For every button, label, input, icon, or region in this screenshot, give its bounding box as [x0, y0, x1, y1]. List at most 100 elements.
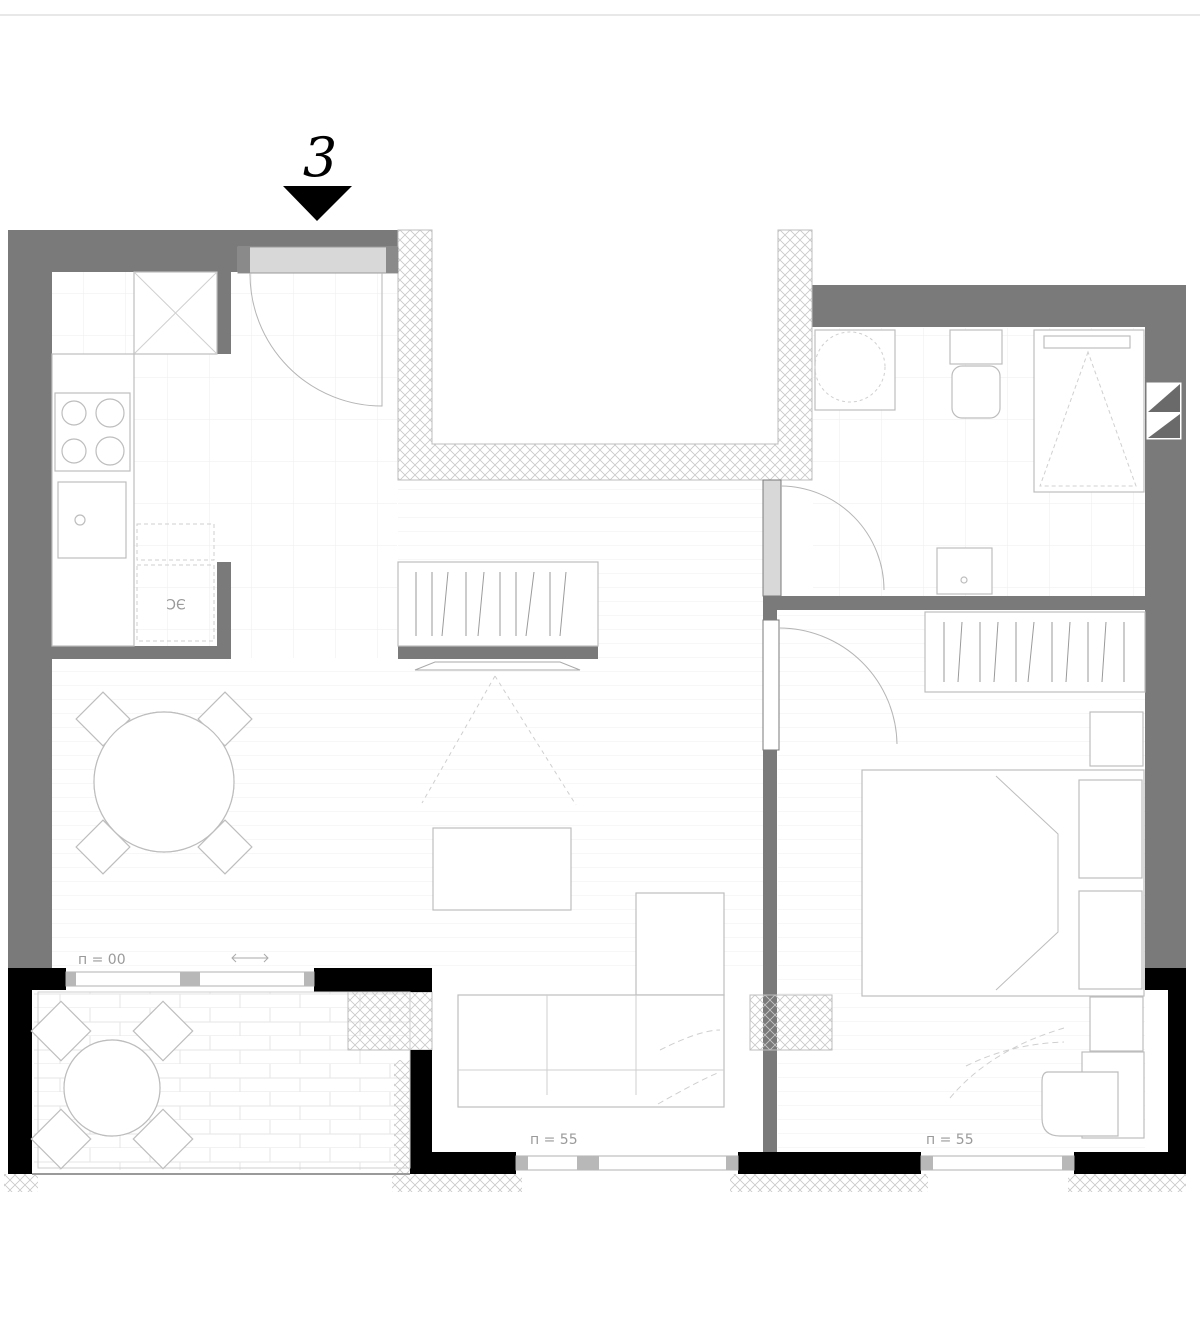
balcony-chair-3: [30, 1108, 92, 1170]
balcony: [30, 991, 411, 1175]
sink: [57, 481, 127, 559]
bathroom-door-swing: [780, 485, 885, 591]
balcony-chair-2: [132, 1000, 194, 1062]
shower-tray: [1033, 329, 1145, 493]
hob-burner-4: [95, 436, 125, 466]
balcony-column-hatch: [347, 991, 433, 1051]
window-living-frame-3: [726, 1156, 738, 1170]
living-window-label: п = 55: [530, 1132, 578, 1148]
bathroom-sink-drain: [960, 576, 968, 584]
wardrobe-body: [397, 561, 599, 647]
outer-walls: [8, 968, 1186, 1174]
living-furniture: [432, 827, 725, 1108]
wall-wardrobe: [398, 646, 598, 659]
window-balcony-frame-1: [66, 972, 76, 986]
bathroom-sink: [936, 547, 993, 595]
entrance-marker: 3: [283, 126, 352, 221]
insulation-strips: [4, 1060, 1186, 1192]
outer-wall-bottom-2: [738, 1152, 921, 1174]
wall-left: [8, 230, 52, 968]
hall-wardrobe: [397, 561, 599, 806]
wall-kitchen-partition-bottom: [217, 562, 231, 658]
window-entrance-frame-right: [386, 247, 398, 273]
washer: [136, 564, 215, 642]
bedroom-door-swing: [778, 627, 898, 745]
desk-chair: [1041, 1071, 1119, 1137]
window-living: [515, 1155, 739, 1171]
toilet-bowl: [951, 365, 1001, 419]
window-entrance: [237, 246, 399, 274]
column-hatch: [749, 994, 833, 1051]
shower-slope: [1039, 350, 1137, 487]
shaft-walls: [347, 229, 833, 1051]
window-balcony-frame-3: [304, 972, 314, 986]
outer-wall-bottom-3: [1074, 1152, 1186, 1174]
armchair: [635, 892, 725, 996]
insulation-right: [1068, 1174, 1186, 1192]
entrance-arrow-icon: [283, 186, 352, 221]
balcony-chair-4: [132, 1108, 194, 1170]
vent-icon: [1148, 384, 1180, 412]
outer-wall-bottom-1: [410, 1152, 516, 1174]
window-living-frame-1: [516, 1156, 528, 1170]
pillow-2: [1078, 890, 1143, 990]
wall-kitchen-partition-top: [217, 272, 231, 354]
dishwasher: [136, 523, 215, 561]
insulation-left: [4, 1174, 38, 1192]
pillow-1: [1078, 779, 1143, 879]
bathroom: [814, 329, 1145, 595]
sink-drain: [74, 514, 86, 526]
wall-bedroom-partition-top: [763, 596, 777, 626]
balcony-chair-1: [30, 1000, 92, 1062]
outer-wall-balcony-right-top: [314, 968, 432, 992]
balcony-table-top: [63, 1039, 161, 1137]
washer-label: ЭС: [166, 595, 186, 611]
outer-wall-living-left: [410, 1050, 432, 1174]
bedroom: [861, 611, 1146, 1139]
entrance-door-swing: [249, 272, 383, 407]
wardrobe-hangers: [415, 571, 567, 637]
bedroom-wardrobe-hangers: [943, 621, 1125, 683]
vent-icon-2: [1148, 414, 1180, 438]
balcony-outline: [37, 991, 411, 1169]
kitchen: ЭС: [51, 271, 218, 647]
outer-wall-balcony-left: [8, 968, 32, 1174]
shower-drain: [1043, 335, 1131, 349]
insulation-balcony-side: [394, 1060, 410, 1174]
balcony-window-label: п = 00: [78, 952, 126, 968]
tv-stand: [414, 661, 581, 671]
window-bedroom: [920, 1155, 1075, 1171]
fridge-cross: [133, 271, 218, 355]
window-entrance-frame-left: [238, 247, 250, 273]
window-bedroom-frame-2: [1062, 1156, 1074, 1170]
nightstand-top: [1089, 711, 1144, 767]
dining-set: [75, 691, 253, 875]
entrance-number: 3: [303, 126, 337, 189]
bathroom-door-leaf: [762, 479, 782, 597]
window-bedroom-frame-1: [921, 1156, 933, 1170]
coffee-table: [432, 827, 572, 911]
windows: [65, 246, 1183, 1171]
sofa: [457, 994, 725, 1108]
outer-wall-right: [1168, 968, 1186, 1174]
insulation-mid-right: [730, 1174, 928, 1192]
door-swings: [249, 272, 898, 745]
bedroom-door-leaf: [762, 619, 780, 751]
hob-burner-1: [61, 400, 87, 426]
window-living-frame-2: [577, 1156, 599, 1170]
nightstand-bottom: [1089, 996, 1144, 1052]
wall-top-right: [812, 285, 1186, 327]
washing-machine-drum: [814, 331, 886, 403]
hob-burner-2: [95, 398, 125, 428]
shaft-wall: [397, 229, 813, 481]
dining-table-top: [93, 711, 235, 853]
sliding-arrow-icon: [231, 953, 269, 963]
wall-bedroom-partition: [763, 750, 777, 1152]
tv-view-cone: [421, 675, 577, 806]
bedroom-window-label: п = 55: [926, 1132, 974, 1148]
bed-blanket-fold: [995, 775, 1059, 991]
wall-kitchen-bottom: [52, 646, 231, 659]
hob-burner-3: [61, 438, 87, 464]
washing-machine: [814, 329, 896, 411]
